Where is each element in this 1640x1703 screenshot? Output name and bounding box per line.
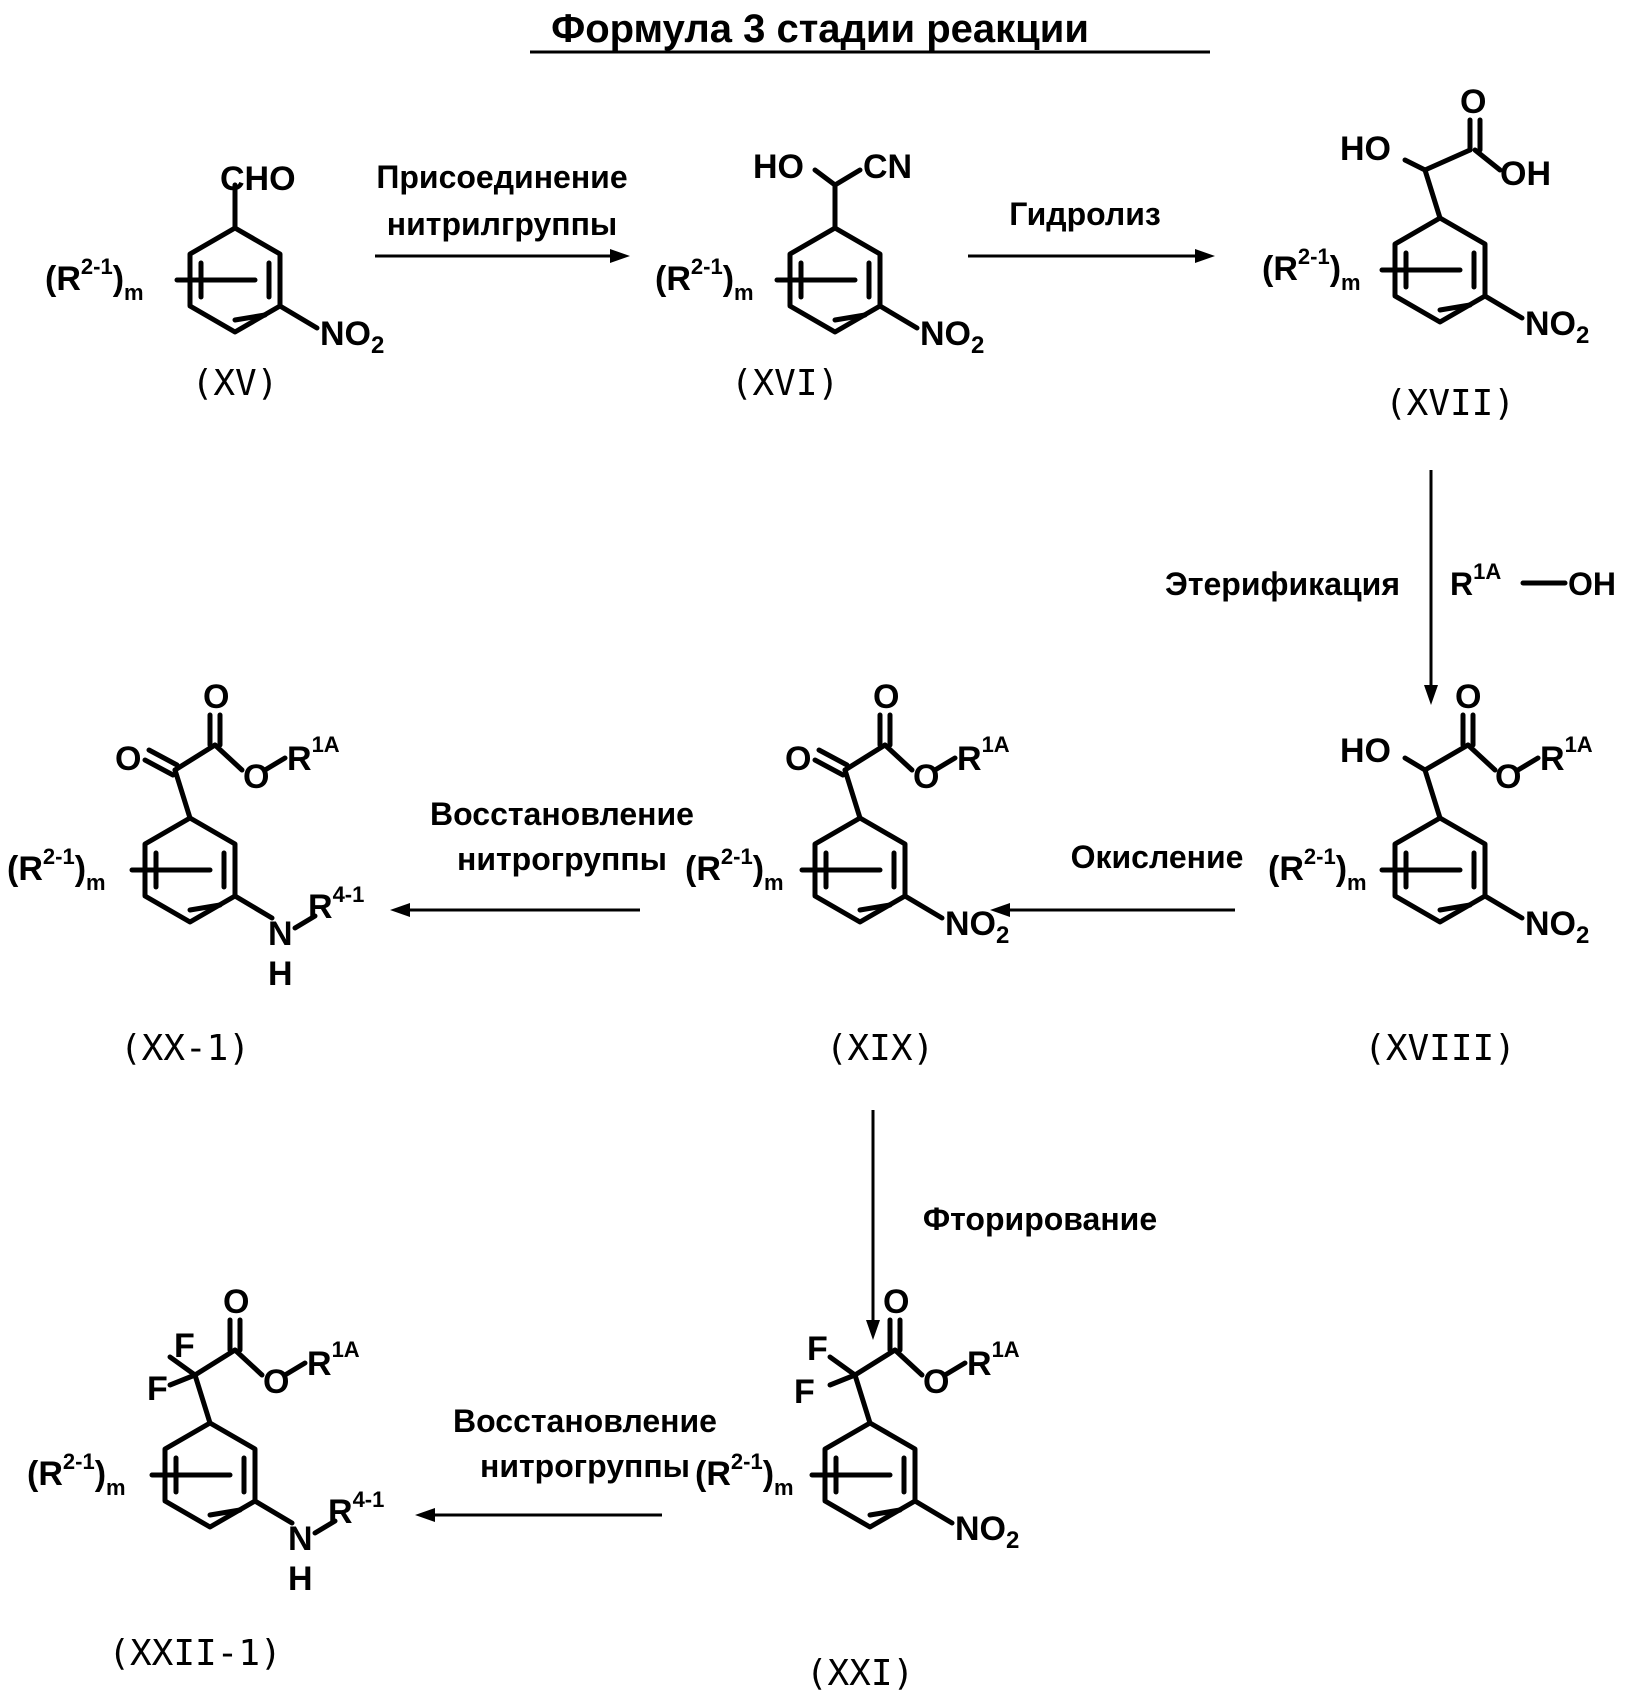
compound-xvi-ho: HO	[753, 148, 804, 186]
compound-xv: CHO NO2 (R2-1)m (XV)	[45, 160, 384, 404]
step-3-line1: Этерификация	[1165, 566, 1400, 602]
step-arrow-nitro-reduction-2: Восстановление нитрогруппы	[415, 1403, 717, 1522]
compound-xvii-oh: OH	[1500, 155, 1551, 193]
step-4-line1: Окисление	[1071, 839, 1244, 875]
step-arrow-esterification: Этерификация R1A OH	[1165, 470, 1616, 705]
step-2-line1: Гидролиз	[1009, 196, 1161, 232]
svg-text:NO2: NO2	[320, 315, 384, 359]
compound-xx-1: O O O R1A N H R4-1 (R2-1)m (XX-1)	[7, 678, 364, 1069]
svg-text:NO2: NO2	[955, 1510, 1019, 1554]
compound-xxii-1: F F O O R1A N H R4-1 (R2-1)m (XXII-1)	[27, 1283, 384, 1674]
compound-xxii-1-r41: R4-1	[328, 1487, 384, 1531]
svg-text:NO2: NO2	[1525, 905, 1589, 949]
compound-xxii-1-o-ester: O	[263, 1363, 289, 1401]
compound-xix-o-carbonyl: O	[873, 678, 899, 716]
compound-xix: O O O R1A NO2 (R2-1)m (XIX)	[685, 678, 1010, 1069]
compound-xxii-1-n: N	[288, 1520, 313, 1558]
compound-xxii-1-r-group: (R2-1)m	[27, 1449, 126, 1500]
compound-xx-1-h: H	[268, 955, 293, 993]
compound-xviii-ho: HO	[1340, 732, 1391, 770]
step-1-line1: Присоединение	[376, 159, 627, 195]
compound-xxii-1-f2: F	[147, 1370, 168, 1408]
compound-xxi-f1: F	[807, 1330, 828, 1368]
compound-xx-1-keto-o: O	[115, 740, 141, 778]
compound-xvi-no: NO	[920, 315, 971, 353]
compound-xvi: HO CN NO2 (R2-1)m (XVI)	[655, 148, 984, 404]
step-5-line2: нитрогруппы	[457, 841, 667, 877]
step-arrow-fluorination: Фторирование	[866, 1110, 1157, 1340]
step-arrow-nitro-reduction-1: Восстановление нитрогруппы	[390, 796, 694, 917]
compound-xxi-r-group: (R2-1)m	[695, 1449, 794, 1500]
compound-xviii-r1a: R1A	[1540, 732, 1593, 778]
compound-xvii-r-group: (R2-1)m	[1262, 244, 1361, 295]
step-7-line1: Восстановление	[453, 1403, 717, 1439]
compound-xx-1-label: (XX-1)	[120, 1028, 250, 1069]
compound-xxii-1-o-carbonyl: O	[223, 1283, 249, 1321]
compound-xviii-o-ester: O	[1495, 758, 1521, 796]
compound-xix-keto-o: O	[785, 740, 811, 778]
compound-xx-1-r-group: (R2-1)m	[7, 844, 106, 895]
compound-xix-no: NO	[945, 905, 996, 943]
compound-xix-label: (XIX)	[826, 1028, 934, 1069]
compound-xxi-label: (XXI)	[806, 1653, 914, 1694]
step-arrow-oxidation: Окисление	[990, 839, 1243, 917]
compound-xvii-label: (XVII)	[1385, 383, 1515, 424]
compound-xxii-1-h: H	[288, 1560, 313, 1598]
compound-xvii-no: NO	[1525, 305, 1576, 343]
compound-xviii-o-carbonyl: O	[1455, 678, 1481, 716]
compound-xxii-1-label: (XXII-1)	[108, 1633, 281, 1674]
compound-xxii-1-r1a: R1A	[307, 1337, 360, 1383]
compound-xxi-r1a: R1A	[967, 1337, 1020, 1383]
compound-xviii-r-group: (R2-1)m	[1268, 844, 1367, 895]
compound-xviii-label: (XVIII)	[1364, 1028, 1516, 1069]
compound-xxi-f2: F	[794, 1373, 815, 1411]
compound-xx-1-o-carbonyl: O	[203, 678, 229, 716]
compound-xvi-r-group: (R2-1)m	[655, 254, 754, 305]
compound-xix-r-group: (R2-1)m	[685, 844, 784, 895]
svg-text:NO2: NO2	[920, 315, 984, 359]
compound-xix-r1a: R1A	[957, 732, 1010, 778]
compound-xxi-o-ester: O	[923, 1363, 949, 1401]
step-arrow-nitrile-addition: Присоединение нитрилгруппы	[375, 159, 630, 263]
step-1-line2: нитрилгруппы	[387, 206, 617, 242]
compound-xvii-o: O	[1460, 83, 1486, 121]
compound-xvi-cn: CN	[863, 148, 912, 186]
compound-xv-r-group: (R2-1)m	[45, 254, 144, 305]
compound-xv-no: NO	[320, 315, 371, 353]
compound-xxi-o-carbonyl: O	[883, 1283, 909, 1321]
step-3-reagent-oh: OH	[1568, 566, 1616, 602]
step-7-line2: нитрогруппы	[480, 1448, 690, 1484]
compound-xvii-ho: HO	[1340, 130, 1391, 168]
compound-xxi-no: NO	[955, 1510, 1006, 1548]
compound-xvi-label: (XVI)	[731, 363, 839, 404]
compound-xx-1-r41: R4-1	[308, 882, 364, 926]
compound-xv-top-group: CHO	[220, 160, 296, 198]
compound-xx-1-r1a: R1A	[287, 732, 340, 778]
step-3-reagent: R1A	[1450, 559, 1501, 602]
scheme-title: Формула 3 стадии реакции	[551, 7, 1089, 51]
compound-xx-1-n: N	[268, 915, 293, 953]
compound-xxi: F F O O R1A NO2 (R2-1)m (XXI)	[695, 1283, 1020, 1694]
svg-text:NO2: NO2	[1525, 305, 1589, 349]
compound-xviii: HO O O R1A NO2 (R2-1)m (XVIII)	[1268, 678, 1593, 1069]
compound-xvii: HO O OH NO2 (R2-1)m (XVII)	[1262, 83, 1589, 424]
step-5-line1: Восстановление	[430, 796, 694, 832]
compound-xix-o-ester: O	[913, 758, 939, 796]
step-6-line1: Фторирование	[923, 1201, 1157, 1237]
compound-xviii-no: NO	[1525, 905, 1576, 943]
compound-xx-1-o-ester: O	[243, 758, 269, 796]
compound-xv-label: (XV)	[192, 363, 279, 404]
step-arrow-hydrolysis: Гидролиз	[968, 196, 1215, 263]
compound-xxii-1-f1: F	[174, 1327, 195, 1365]
